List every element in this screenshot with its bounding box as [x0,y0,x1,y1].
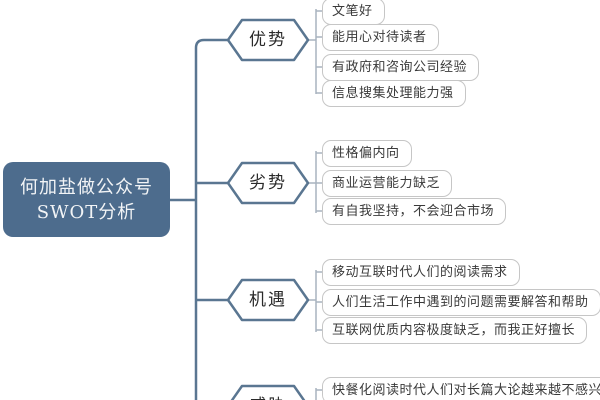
branch-label-strengths[interactable]: 优势 [249,30,287,50]
leaf-weaknesses-1[interactable]: 性格偏内向 [322,140,412,167]
branch-label-opportunities[interactable]: 机遇 [249,290,287,310]
branch-hexagon-threats[interactable] [228,384,308,400]
root-title-line1: 何加盐做公众号 [20,176,153,198]
leaf-opportunities-3[interactable]: 互联网优质内容极度缺乏，而我正好擅长 [322,317,588,344]
branch-label-threats[interactable]: 威胁 [228,395,308,400]
root-node[interactable]: 何加盐做公众号 SWOT分析 [3,162,170,237]
leaf-strengths-4[interactable]: 信息搜集处理能力强 [322,80,466,107]
leaf-strengths-1[interactable]: 文笔好 [322,0,385,25]
leaf-strengths-3[interactable]: 有政府和咨询公司经验 [322,54,480,81]
connector-trunk [194,38,228,400]
leaf-opportunities-2[interactable]: 人们生活工作中遇到的问题需要解答和帮助 [322,289,600,316]
branch-hexagon-opportunities[interactable] [226,278,310,322]
leaf-opportunities-1[interactable]: 移动互联时代人们的阅读需求 [322,259,520,286]
leaf-weaknesses-2[interactable]: 商业运营能力缺乏 [322,170,453,197]
leaf-threats-1[interactable]: 快餐化阅读时代人们对长篇大论越来越不感兴趣 [322,377,600,400]
branch-hexagon-weaknesses[interactable] [226,161,310,205]
branch-hexagon-strengths[interactable] [226,18,310,62]
branch-label-weaknesses[interactable]: 劣势 [249,173,287,193]
leaf-weaknesses-3[interactable]: 有自我坚持，不会迎合市场 [322,198,507,225]
leaf-strengths-2[interactable]: 能用心对待读者 [322,24,439,51]
rail-strengths [308,9,322,94]
rail-threats [315,388,322,400]
rail-weaknesses [308,151,322,213]
root-title-line2: SWOT分析 [36,201,137,223]
rail-opportunities [308,270,322,332]
